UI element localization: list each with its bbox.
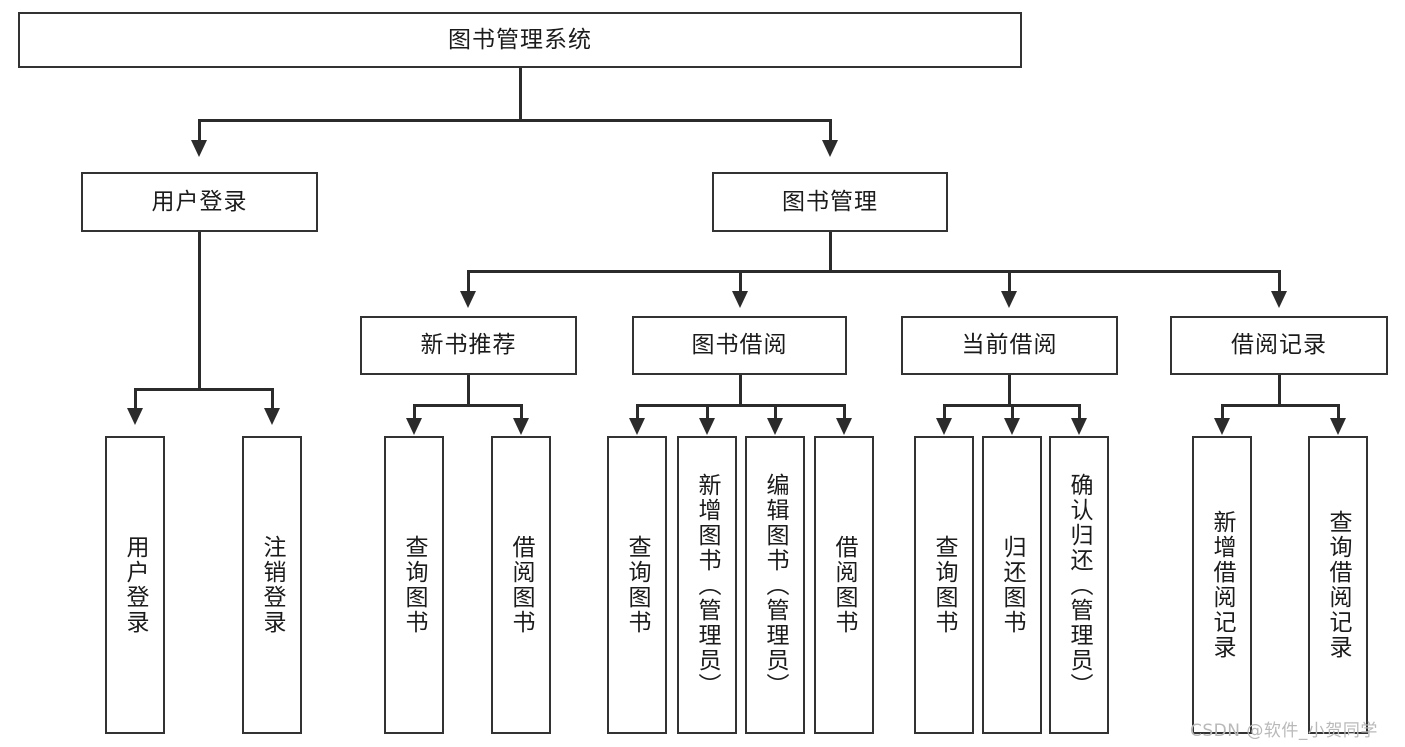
arrowhead-currentborrow-leaf1 [936, 418, 952, 435]
arrowhead-to-borrow-record [1271, 291, 1287, 308]
edge-level3-bus [467, 270, 1280, 273]
leaf-user-login[interactable]: 用户登录 [105, 436, 165, 734]
node-new-book-recommend-label: 新书推荐 [420, 332, 517, 359]
leaf-return-book[interactable]: 归还图书 [982, 436, 1042, 734]
leaf-query-book-1[interactable]: 查询图书 [384, 436, 444, 734]
edge-newbook-leaf1 [413, 404, 416, 420]
leaf-user-login-label: 用户登录 [122, 535, 149, 635]
arrowhead-newbook-leaf1 [406, 418, 422, 435]
arrowhead-borrowrecord-leaf1 [1214, 418, 1230, 435]
edge-login-leaf2 [271, 388, 274, 410]
edge-root-down [519, 68, 522, 120]
leaf-confirm-return-label: 确认归还（管理员） [1066, 472, 1093, 698]
leaf-confirm-return[interactable]: 确认归还（管理员） [1049, 436, 1109, 734]
leaf-edit-book[interactable]: 编辑图书（管理员） [745, 436, 805, 734]
edge-bookborrow-leaf1 [636, 404, 639, 420]
leaf-query-borrow-record-label: 查询借阅记录 [1325, 510, 1352, 660]
arrowhead-bookborrow-leaf2 [699, 418, 715, 435]
edge-to-book-borrow [739, 270, 742, 293]
edge-to-login [198, 119, 201, 142]
node-current-borrow[interactable]: 当前借阅 [901, 316, 1118, 375]
leaf-query-book-2-label: 查询图书 [624, 535, 651, 635]
leaf-query-book-1-label: 查询图书 [401, 535, 428, 635]
arrowhead-currentborrow-leaf2 [1004, 418, 1020, 435]
arrowhead-bookborrow-leaf3 [767, 418, 783, 435]
leaf-borrow-book-2-label: 借阅图书 [831, 535, 858, 635]
node-root-label: 图书管理系统 [448, 26, 592, 53]
edge-to-new-book-rec [467, 270, 470, 293]
edge-currentborrow-down [1008, 375, 1011, 406]
edge-level2-bus [198, 119, 832, 122]
edge-borrowrecord-leaf1 [1221, 404, 1224, 420]
node-borrow-record-label: 借阅记录 [1231, 332, 1327, 359]
node-book-borrow[interactable]: 图书借阅 [632, 316, 847, 375]
edge-currentborrow-leaf1 [943, 404, 946, 420]
arrowhead-bookborrow-leaf1 [629, 418, 645, 435]
node-new-book-recommend[interactable]: 新书推荐 [360, 316, 577, 375]
edge-book-mgmt-down [829, 232, 832, 272]
edge-to-book-mgmt [829, 119, 832, 142]
leaf-borrow-book-2[interactable]: 借阅图书 [814, 436, 874, 734]
leaf-query-borrow-record[interactable]: 查询借阅记录 [1308, 436, 1368, 734]
arrowhead-newbook-leaf2 [513, 418, 529, 435]
edge-bookborrow-leaf2 [706, 404, 709, 420]
arrowhead-to-new-book-rec [460, 291, 476, 308]
edge-bookborrow-bus [636, 404, 845, 407]
arrowhead-borrowrecord-leaf2 [1330, 418, 1346, 435]
edge-bookborrow-down [739, 375, 742, 406]
edge-borrowrecord-bus [1221, 404, 1339, 407]
arrowhead-to-login [191, 140, 207, 157]
leaf-logout[interactable]: 注销登录 [242, 436, 302, 734]
edge-newbook-down [467, 375, 470, 406]
edge-newbook-bus [413, 404, 523, 407]
arrowhead-to-book-borrow [732, 291, 748, 308]
leaf-add-borrow-record[interactable]: 新增借阅记录 [1192, 436, 1252, 734]
node-user-login[interactable]: 用户登录 [81, 172, 318, 232]
edge-to-borrow-record [1278, 270, 1281, 293]
edge-bookborrow-leaf3 [774, 404, 777, 420]
edge-bookborrow-leaf4 [843, 404, 846, 420]
edge-borrowrecord-leaf2 [1337, 404, 1340, 420]
leaf-borrow-book-1-label: 借阅图书 [508, 535, 535, 635]
node-book-borrow-label: 图书借阅 [691, 332, 788, 359]
csdn-watermark: CSDN @软件_小贺同学 [1190, 721, 1378, 741]
arrowhead-to-book-mgmt [822, 140, 838, 157]
arrowhead-to-current-borrow [1001, 291, 1017, 308]
node-borrow-record[interactable]: 借阅记录 [1170, 316, 1388, 375]
node-current-borrow-label: 当前借阅 [961, 332, 1058, 359]
edge-login-leaf1 [134, 388, 137, 410]
edge-currentborrow-leaf2 [1011, 404, 1014, 420]
leaf-add-book[interactable]: 新增图书（管理员） [677, 436, 737, 734]
edge-borrowrecord-down [1278, 375, 1281, 406]
leaf-add-book-label: 新增图书（管理员） [694, 472, 721, 698]
arrowhead-login-leaf2 [264, 408, 280, 425]
leaf-logout-label: 注销登录 [259, 535, 286, 635]
edge-newbook-leaf2 [520, 404, 523, 420]
edge-currentborrow-leaf3 [1078, 404, 1081, 420]
leaf-add-borrow-record-label: 新增借阅记录 [1209, 510, 1236, 660]
node-book-management-label: 图书管理 [782, 188, 878, 215]
leaf-query-book-3[interactable]: 查询图书 [914, 436, 974, 734]
leaf-edit-book-label: 编辑图书（管理员） [762, 472, 789, 698]
leaf-borrow-book-1[interactable]: 借阅图书 [491, 436, 551, 734]
node-root[interactable]: 图书管理系统 [18, 12, 1022, 68]
arrowhead-currentborrow-leaf3 [1071, 418, 1087, 435]
arrowhead-login-leaf1 [127, 408, 143, 425]
arrowhead-bookborrow-leaf4 [836, 418, 852, 435]
edge-to-current-borrow [1008, 270, 1011, 293]
node-user-login-label: 用户登录 [151, 188, 248, 215]
edge-login-down [198, 232, 201, 390]
edge-login-leaf-bus [134, 388, 274, 391]
leaf-return-book-label: 归还图书 [999, 535, 1026, 635]
edge-currentborrow-bus [943, 404, 1078, 407]
leaf-query-book-2[interactable]: 查询图书 [607, 436, 667, 734]
node-book-management[interactable]: 图书管理 [712, 172, 948, 232]
leaf-query-book-3-label: 查询图书 [931, 535, 958, 635]
